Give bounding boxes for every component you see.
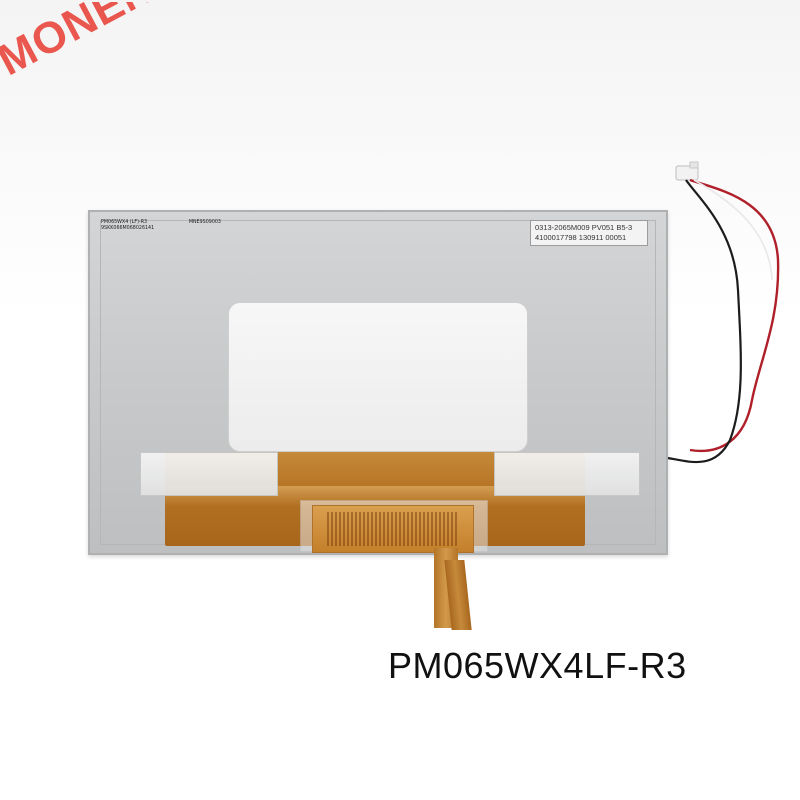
panel-sticker-left: PM065WX4 (LF)-R3 MNE9S09003 9SKK066M0680…	[101, 220, 221, 240]
tape-right	[494, 452, 640, 496]
tape-left	[140, 452, 278, 496]
sticker-left-code: MNE9S09003	[188, 220, 221, 225]
driver-chip-tape	[312, 505, 474, 553]
driver-chip-traces	[327, 512, 459, 546]
watermark: MONENG	[0, 2, 194, 122]
model-caption: PM065WX4LF-R3	[388, 645, 687, 686]
watermark-text: MONENG	[0, 2, 194, 86]
panel-sticker-right: 0313-2065M009 PV051 B5-3 4100017798 1309…	[530, 220, 648, 246]
sticker-right-line1: 0313-2065M009 PV051 B5-3	[535, 223, 633, 232]
panel-window-cutout	[228, 302, 528, 452]
sticker-left-serial: 9SKK066M068026141	[101, 226, 155, 231]
sticker-right-line2: 4100017798 130911 00051	[535, 233, 627, 242]
sticker-left-model: PM065WX4 (LF)-R3	[101, 220, 148, 225]
